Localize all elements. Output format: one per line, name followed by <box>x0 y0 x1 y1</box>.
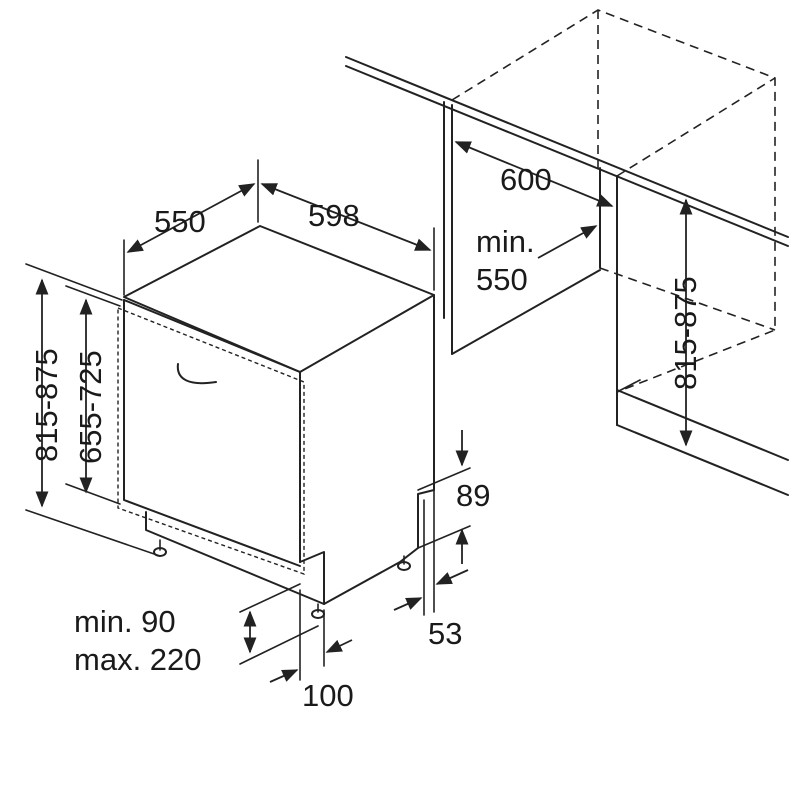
label-plinth-89: 89 <box>456 478 490 513</box>
dishwasher-body <box>117 225 435 619</box>
dimension-lines <box>25 141 693 683</box>
installation-niche <box>345 9 789 496</box>
label-depth-550: 550 <box>154 204 206 239</box>
label-foot-min: min. 90 <box>74 604 176 639</box>
label-niche-height: 815-875 <box>668 276 703 390</box>
label-width-598: 598 <box>308 198 360 233</box>
label-plinth-53: 53 <box>428 616 462 651</box>
label-niche-min: min. <box>476 224 535 259</box>
dimension-labels: 550 598 600 min. 550 815-875 815-875 655… <box>29 162 703 713</box>
label-niche-width-600: 600 <box>500 162 552 197</box>
label-total-height: 815-875 <box>29 348 64 462</box>
label-foot-max: max. 220 <box>74 642 202 677</box>
label-door-height: 655-725 <box>73 350 108 464</box>
label-niche-min-550: 550 <box>476 262 528 297</box>
label-foot-offset-100: 100 <box>302 678 354 713</box>
